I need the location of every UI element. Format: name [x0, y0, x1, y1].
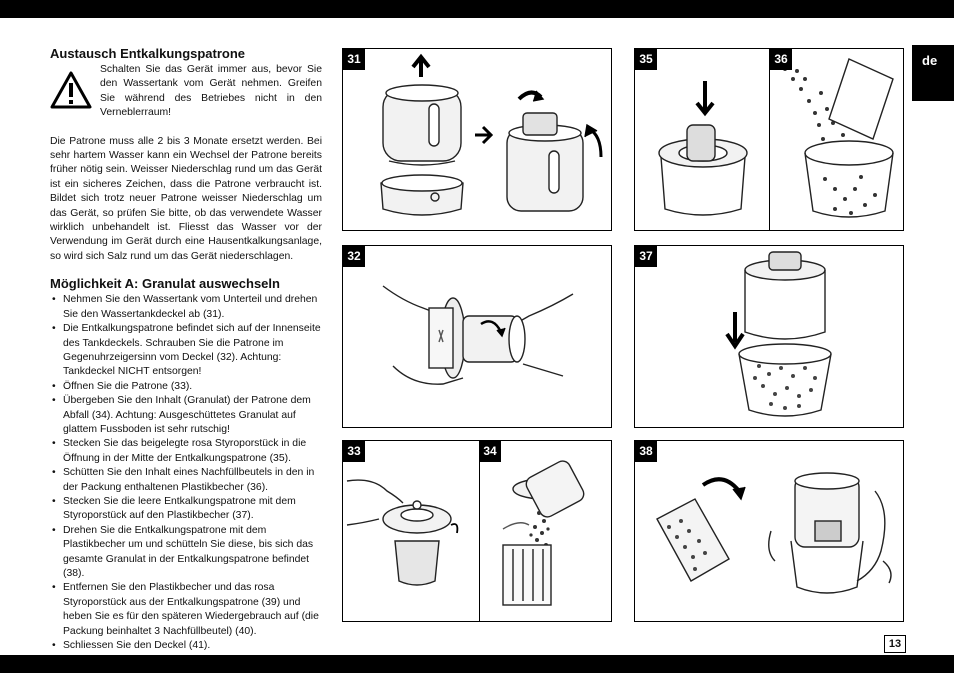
list-item: Stecken Sie das beigelegte rosa Styropor… [50, 437, 322, 466]
figure-number: 38 [635, 441, 657, 462]
warning-text: Schalten Sie das Gerät immer aus, bevor … [100, 64, 322, 119]
warning-triangle-icon [50, 71, 92, 109]
figure-number: 33 [343, 441, 365, 462]
list-item: Stecken Sie die leere Entkalkungspatrone… [50, 495, 322, 524]
figure-divider [479, 441, 480, 621]
language-tab: de [912, 45, 954, 101]
figure-33-34: 33 34 [342, 440, 612, 622]
unscrew-cartridge-illustration [382, 285, 574, 385]
section-title-cartridge: Austausch Entkalkungspatrone [50, 46, 246, 61]
figure-32: 32 [342, 245, 612, 428]
shake-cartridge-illustration [656, 472, 892, 594]
figure-number: 37 [635, 246, 657, 267]
page-number: 13 [884, 635, 906, 653]
list-item: Die Entkalkungspatrone befindet sich auf… [50, 322, 322, 380]
figure-number: 32 [343, 246, 365, 267]
list-item: Übergeben Sie den Inhalt (Granulat) der … [50, 394, 322, 437]
figure-number: 31 [343, 49, 365, 70]
top-bar [0, 0, 954, 18]
list-item: Nehmen Sie den Wassertank vom Unterteil … [50, 293, 322, 322]
list-item: Drehen Sie die Entkalkungspatrone mit de… [50, 524, 322, 582]
figure-number: 34 [479, 441, 501, 462]
figure-38: 38 [634, 440, 904, 622]
warning-block: Schalten Sie das Gerät immer aus, bevor … [50, 63, 322, 121]
list-item: Schliessen Sie den Deckel (41). [50, 639, 322, 654]
list-item: Entfernen Sie den Plastikbecher und das … [50, 581, 322, 639]
figure-31: 31 [342, 48, 612, 231]
figure-divider [769, 49, 770, 230]
instruction-list: Nehmen Sie den Wassertank vom Unterteil … [50, 293, 322, 654]
figure-number: 35 [635, 49, 657, 70]
insert-styrofoam-illustration [658, 58, 894, 218]
figure-number: 36 [770, 49, 792, 70]
intro-paragraph: Die Patrone muss alle 2 bis 3 Monate ers… [50, 135, 322, 262]
tank-lid-removal-illustration [380, 53, 603, 216]
list-item: Öffnen Sie die Patrone (33). [50, 380, 322, 395]
figure-37: 37 [634, 245, 904, 428]
section-title-granulate: Möglichkeit A: Granulat auswechseln [50, 276, 280, 292]
bottom-bar [0, 655, 954, 673]
list-item: Schütten Sie den Inhalt eines Nachfüllbe… [50, 466, 322, 495]
open-cartridge-illustration [346, 460, 585, 606]
text-column: Austausch Entkalkungspatrone Schalten Si… [50, 46, 322, 654]
attach-cartridge-illustration [725, 251, 832, 417]
figure-35-36: 35 36 [634, 48, 904, 231]
